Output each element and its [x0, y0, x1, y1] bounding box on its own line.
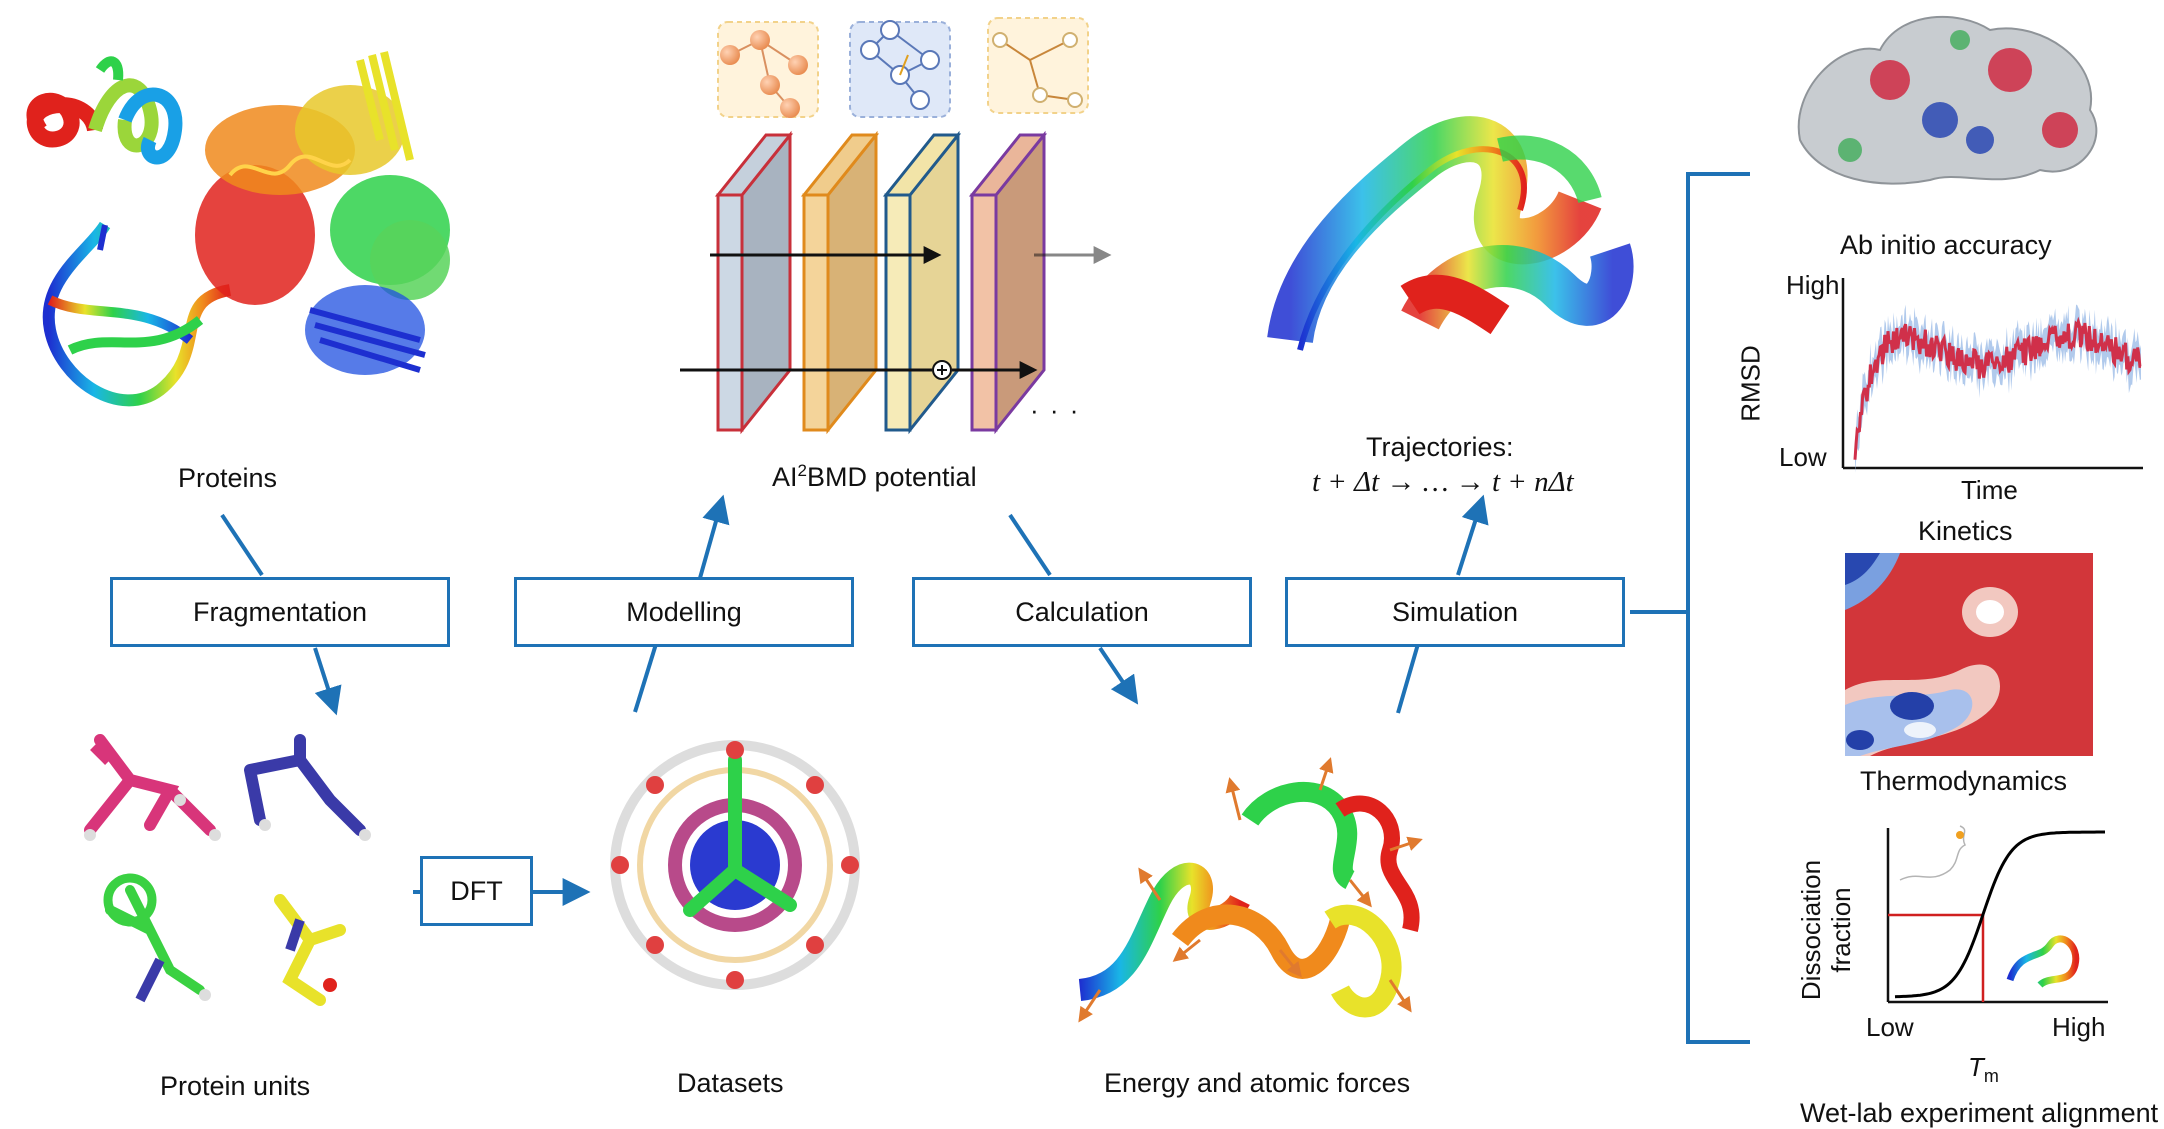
- tm-y-label-line1: Dissociation: [1796, 859, 1826, 1001]
- proteins-structure-image: [26, 51, 450, 407]
- tm-y-label-line2: fraction: [1826, 887, 1856, 973]
- ai2bmd-suffix: BMD potential: [806, 462, 977, 492]
- fragmentation-to-units-arrow: [313, 647, 342, 716]
- energy-forces-label: Energy and atomic forces: [1104, 1068, 1411, 1098]
- tm-y-label: Dissociation fraction: [1796, 850, 1856, 1010]
- modelling-to-potential-arrow: [698, 494, 730, 579]
- forces-to-simulation-line: [1396, 643, 1420, 714]
- dft-box: DFT: [420, 856, 533, 926]
- thermodynamics-map: [1845, 553, 2093, 756]
- simulation-to-trajectories-arrow: [1456, 494, 1489, 576]
- datasets-label: Datasets: [677, 1068, 784, 1098]
- rmsd-plot: [1841, 278, 2143, 473]
- tm-sigmoid-curve: [1894, 830, 2105, 999]
- fragmentation-label: Fragmentation: [192, 596, 368, 627]
- ai2bmd-layers-image: [680, 17, 1112, 435]
- tm-plot: [1886, 825, 2108, 1004]
- protein-units-label: Protein units: [160, 1071, 311, 1101]
- calculation-to-forces-arrow: [1098, 646, 1139, 705]
- proteins-to-fragmentation-line: [220, 513, 264, 577]
- ai2bmd-potential-label: AI2BMD potential: [772, 461, 977, 493]
- kinetics-label: Kinetics: [1918, 516, 2013, 546]
- potential-to-calculation-line: [1008, 513, 1052, 577]
- datasets-image: [610, 740, 860, 990]
- calculation-label: Calculation: [1015, 596, 1149, 627]
- protein-units-image: [84, 734, 371, 1006]
- energy-forces-image: [1078, 757, 1423, 1023]
- rmsd-y-label: RMSD: [1735, 345, 1766, 422]
- wetlab-alignment-label: Wet-lab experiment alignment: [1800, 1098, 2159, 1128]
- rmsd-y-low: Low: [1779, 442, 1827, 472]
- tm-x-label-sub: m: [1983, 1066, 1999, 1087]
- trajectories-formula: t + Δt → … → t + nΔt: [1312, 466, 1574, 498]
- tm-x-label: Tm: [1968, 1052, 1999, 1087]
- modelling-label: Modelling: [626, 596, 742, 627]
- tm-x-high: High: [2052, 1012, 2106, 1042]
- calculation-box: Calculation: [912, 577, 1252, 647]
- simulation-label: Simulation: [1391, 596, 1519, 627]
- simulation-box: Simulation: [1285, 577, 1625, 647]
- rmsd-x-label: Time: [1961, 475, 2018, 505]
- tm-x-label-main: T: [1968, 1052, 1984, 1082]
- ab-initio-surface-image: [1797, 15, 2098, 185]
- flow-arrows: [220, 172, 1750, 1044]
- tm-marker-line: [1888, 913, 1985, 1002]
- tm-x-low: Low: [1866, 1012, 1914, 1042]
- trajectories-label: Trajectories:: [1366, 432, 1514, 462]
- rmsd-y-high: High: [1786, 270, 1840, 300]
- layers-ellipsis: · · ·: [1030, 395, 1081, 425]
- ai2bmd-prefix: AI: [772, 462, 798, 492]
- trajectories-image: [1267, 116, 1634, 351]
- folded-helix-icon: [2006, 935, 2080, 988]
- ab-initio-accuracy-label: Ab initio accuracy: [1840, 230, 2052, 260]
- ai2bmd-superscript: 2: [797, 461, 807, 480]
- dft-label: DFT: [450, 875, 503, 906]
- outcomes-bracket: [1686, 172, 1750, 1044]
- rmsd-trace: [1853, 316, 2142, 460]
- thermodynamics-label: Thermodynamics: [1860, 766, 2068, 796]
- fragmentation-box: Fragmentation: [110, 577, 450, 647]
- proteins-label: Proteins: [178, 463, 278, 493]
- modelling-box: Modelling: [514, 577, 854, 647]
- unfolded-chain-icon: [1899, 825, 1967, 881]
- datasets-to-modelling-line: [633, 643, 658, 713]
